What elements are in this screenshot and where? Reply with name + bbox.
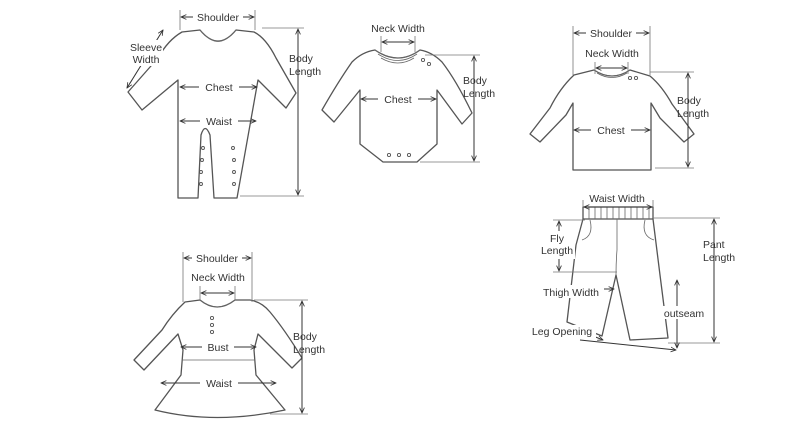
pants-waistband [582,206,654,220]
dress-outline [133,299,303,419]
pants-thigh-width-label: Thigh Width [543,287,599,299]
dress-collar [199,299,236,308]
shirt-shoulder-label: Shoulder [590,28,633,40]
romper-body-length-label-2: Length [289,66,321,78]
dress-buttons [209,315,215,335]
romper-sleeve-label-2: Width [133,54,160,66]
dress-shoulder-label: Shoulder [196,253,239,265]
romper-chest-label: Chest [205,82,233,94]
bodysuit-figure [321,49,473,163]
romper-collar [199,29,237,42]
bodysuit-body-length-label-2: Length [463,88,495,100]
bodysuit-chest-label: Chest [384,94,412,106]
pants-outline [566,218,669,341]
pants-waist-width-label: Waist Width [589,193,645,205]
pants-figure [566,206,669,341]
dress-dimensions: Shoulder Neck Width Body Length Bust Wai… [161,251,325,415]
romper-shoulder-label: Shoulder [197,12,240,24]
pants-waistband-ribbing [588,207,650,219]
bodysuit-dimensions: Neck Width Body Length Chest [361,23,495,163]
dress-body-length-label-2: Length [293,344,325,356]
pants-pocket-left [581,219,592,241]
shirt-figure [529,69,695,171]
romper-dimensions: Shoulder Sleeve Width Body Length Chest … [127,10,321,197]
pants-pocket-right [643,219,655,241]
romper-waist-label: Waist [206,116,232,128]
pants-crotch-seam [615,219,618,276]
shirt-neck-width-label: Neck Width [585,48,639,60]
romper-sleeve-label-1: Sleeve [130,42,162,54]
shirt-body-length-label-1: Body [677,95,702,107]
dress-neck-width-label: Neck Width [191,272,245,284]
pants-pant-length-label-2: Length [703,252,735,264]
dress-waist-label: Waist [206,378,232,390]
pants-leg-opening-label: Leg Opening [532,326,592,338]
pants-outseam-label: outseam [664,308,705,320]
pants-fly-length-label-1: Fly [550,233,565,245]
pants-fly-length-label-2: Length [541,245,573,257]
bodysuit-collar [374,49,421,64]
pants-dimensions: Waist Width Fly Length Pant Length Thigh… [528,193,735,350]
dress-bust-label: Bust [207,342,228,354]
dress-figure [133,299,303,419]
bodysuit-body-length-label-1: Body [463,75,488,87]
dress-body-length-label-1: Body [293,331,318,343]
romper-snap-buttons [199,146,236,186]
shirt-outline [529,69,695,171]
bodysuit-buttons [386,57,432,158]
shirt-collar [593,69,631,78]
shirt-chest-label: Chest [597,125,625,137]
pants-pant-length-label-1: Pant [703,239,725,251]
bodysuit-outline [321,49,473,163]
shirt-buttons [627,75,639,81]
pants-hem-line-arrow [579,339,676,350]
romper-body-length-label-1: Body [289,53,314,65]
shirt-dimensions: Shoulder Neck Width Body Length Chest [572,26,709,169]
bodysuit-neck-width-label: Neck Width [371,23,425,35]
shirt-body-length-label-2: Length [677,108,709,120]
